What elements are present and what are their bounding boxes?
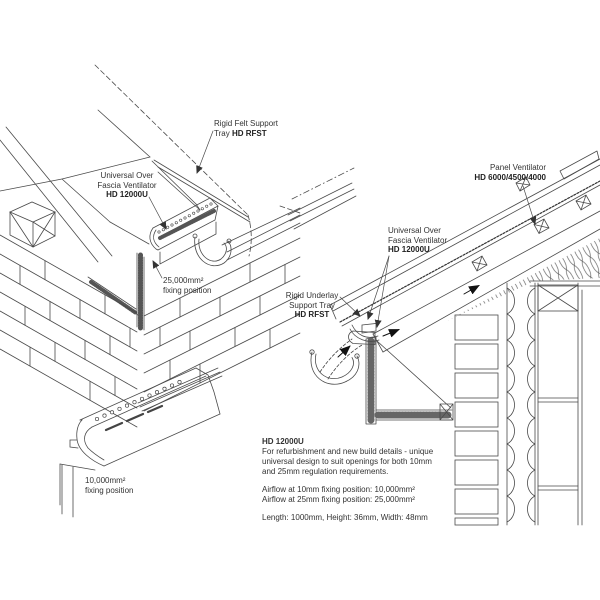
airflow-spec-line: Airflow at 10mm fixing position: 10,000m… — [262, 485, 415, 494]
ventilator-detail-drawing — [59, 367, 223, 518]
rafter-insulation-quilt — [445, 238, 600, 322]
left-leader-lines — [148, 130, 214, 279]
ridge-tile-piece — [559, 150, 600, 180]
detail-fixing-slots — [104, 404, 164, 432]
label-line: HD RFST — [294, 310, 330, 319]
rigid-underlay-label: Rigid Underlay Support Tray HD RFST — [272, 291, 352, 320]
dimensions-line: Length: 1000mm, Height: 36mm, Width: 48m… — [262, 513, 428, 522]
description-body-line: For refurbishment and new build details … — [262, 447, 434, 456]
spacer — [262, 505, 442, 513]
label-line: Fascia Ventilator — [97, 180, 157, 190]
spacer — [262, 477, 442, 485]
gutter-section — [309, 349, 360, 385]
label-line: 10,000mm² — [85, 476, 126, 485]
label-line: HD 12000U — [106, 190, 148, 199]
right-section-drawing — [287, 150, 600, 526]
label-line: Universal Over — [388, 226, 441, 235]
label-line: Rigid Felt Support — [214, 119, 279, 128]
left-isometric-drawing — [0, 64, 301, 428]
rigid-felt-support-label: Rigid Felt Support Tray HD RFST — [214, 119, 278, 138]
panel-ventilator-label: Panel Ventilator HD 6000/4500/4000 — [450, 163, 546, 182]
label-line: HD 6000/4500/4000 — [474, 172, 546, 182]
universal-over-fascia-right-label: Universal Over Fascia Ventilator HD 1200… — [388, 226, 447, 255]
label-line: fixing position — [85, 485, 134, 495]
ventilation-holes-row — [157, 202, 213, 234]
cavity-wall-section — [454, 282, 583, 526]
eaves-cut-hatching — [87, 252, 145, 331]
fixing-position-10000-label: 10,000mm² fixing position — [85, 476, 133, 495]
detail-holes-row — [94, 380, 182, 422]
label-line: Tray HD RFST — [214, 128, 267, 138]
roof-slope-lines — [329, 158, 600, 353]
batten-sections — [471, 176, 592, 272]
detail-fascia-board — [59, 463, 96, 518]
fixing-position-25000-label: 25,000mm² fixing position — [163, 276, 211, 295]
label-line: Rigid Underlay — [285, 291, 339, 300]
airflow-spec-line: Airflow at 25mm fixing position: 25,000m… — [262, 495, 415, 504]
label-line: 25,000mm² — [163, 276, 204, 285]
detail-rails — [137, 367, 223, 412]
fascia-ventilator-isometric — [149, 197, 219, 265]
universal-over-fascia-left-label: Universal Over Fascia Ventilator HD 1200… — [86, 171, 168, 200]
description-title: HD 12000U — [262, 437, 304, 446]
description-body-line: universal design to suit openings for bo… — [262, 457, 432, 466]
description-body-line: and 25mm regulation requirements. — [262, 467, 389, 476]
label-line: Universal Over — [100, 171, 154, 180]
label-line: Panel Ventilator — [489, 163, 546, 172]
inner-block-leaf — [537, 282, 583, 526]
wall-plate-block — [9, 201, 56, 248]
roof-plane-lines — [0, 109, 251, 263]
roof-continuation-upper-left — [287, 167, 357, 230]
airflow-arrows — [319, 285, 480, 380]
cavity-insulation — [506, 282, 536, 526]
label-line: Fascia Ventilator — [388, 235, 448, 245]
label-line: Support Tray — [289, 300, 335, 310]
gutter-isometric — [192, 207, 301, 267]
felt-support-tray-dashed-outline — [94, 64, 301, 257]
label-line: fixing position — [163, 285, 212, 295]
brick-wall-isometric — [0, 234, 301, 428]
outer-brick-leaf — [454, 314, 499, 526]
label-line: HD 12000U — [388, 245, 430, 254]
product-description-block: HD 12000U For refurbishment and new buil… — [262, 437, 442, 523]
eaves-assembly — [348, 323, 454, 426]
right-leader-lines — [339, 185, 537, 328]
